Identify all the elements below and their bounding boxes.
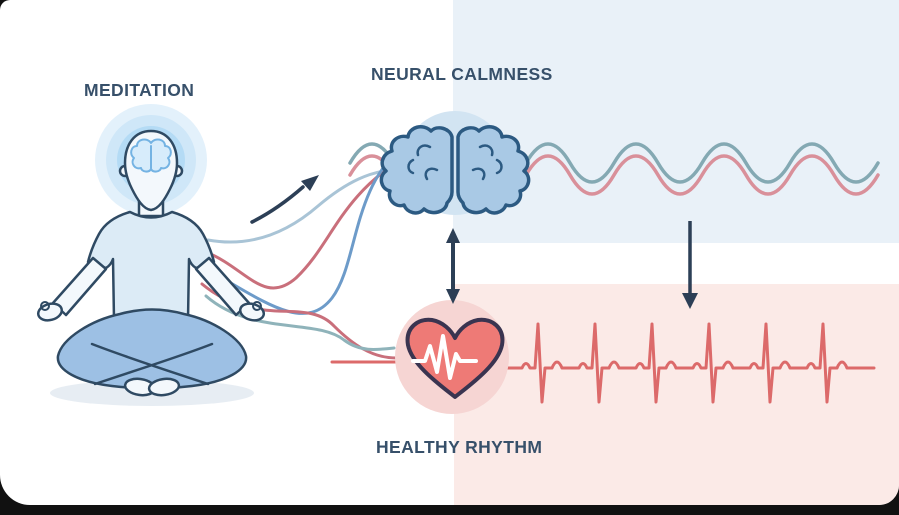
energy-strands [200,144,406,360]
healthy-rhythm-label: HEALTHY RHYTHM [376,437,543,457]
wave-to-ecg-arrow-icon [682,221,698,309]
curved-flow-arrow-icon [250,175,319,224]
mudra-hand-icon [36,301,266,322]
meditating-person-illustration [36,104,266,397]
neural-calmness-label: NEURAL CALMNESS [371,64,553,84]
brain-icon [379,111,531,215]
brain-heart-link-arrow-icon [446,228,460,304]
inner-brain-icon [130,138,172,173]
meditation-label: MEDITATION [84,80,195,100]
heart-icon [395,300,509,414]
heartbeat-ecg-line [330,322,876,404]
healthy-rhythm-panel [454,284,899,505]
neural-calmness-panel [453,0,899,243]
heart-pulse-line [411,334,478,380]
